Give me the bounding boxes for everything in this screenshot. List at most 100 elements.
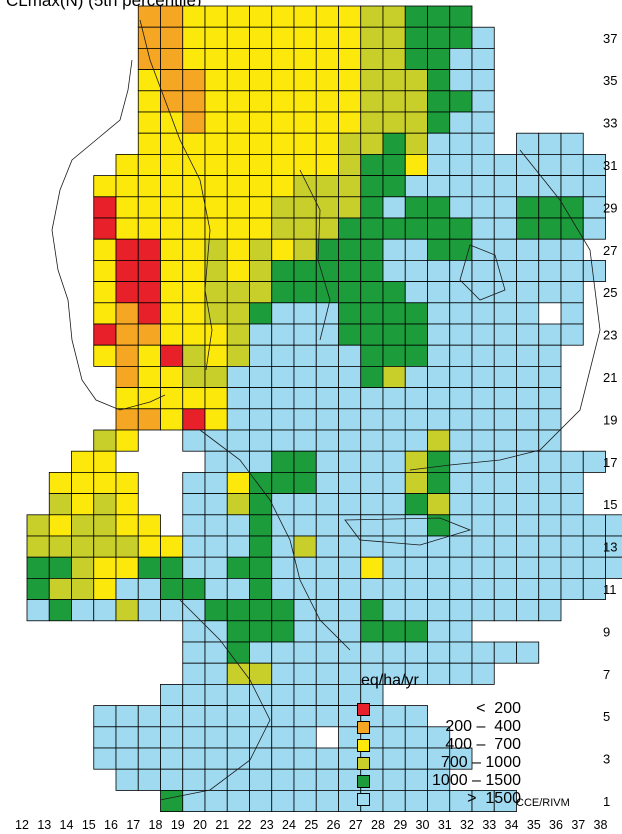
- grid-cell-25-10: [315, 599, 339, 622]
- grid-cell-21-36: [226, 48, 250, 71]
- grid-cell-27-21: [360, 365, 384, 388]
- grid-cell-17-10: [137, 599, 161, 622]
- grid-cell-22-18: [249, 429, 273, 452]
- grid-cell-23-22: [271, 344, 295, 367]
- grid-cell-32-37: [471, 26, 495, 49]
- grid-cell-27-35: [360, 69, 384, 92]
- grid-cell-29-34: [404, 90, 428, 113]
- grid-cell-17-25: [137, 281, 161, 304]
- y-axis-label: 5: [603, 709, 610, 724]
- grid-cell-23-10: [271, 599, 295, 622]
- grid-cell-32-12: [471, 556, 495, 579]
- grid-cell-17-37: [137, 26, 161, 49]
- grid-cell-27-20: [360, 387, 384, 410]
- grid-cell-35-26: [538, 259, 562, 282]
- grid-cell-22-12: [249, 556, 273, 579]
- grid-cell-27-15: [360, 493, 384, 516]
- grid-cell-30-8: [427, 641, 451, 664]
- grid-cell-29-33: [404, 111, 428, 134]
- grid-cell-23-30: [271, 175, 295, 198]
- grid-cell-13-15: [48, 493, 72, 516]
- southern-coast: [199, 429, 351, 651]
- grid-cell-19-23: [182, 323, 206, 346]
- grid-cell-28-36: [382, 48, 406, 71]
- grid-cell-15-27: [93, 238, 117, 261]
- grid-cell-22-20: [249, 387, 273, 410]
- legend-item: < 200: [357, 700, 521, 718]
- grid-cell-25-2: [315, 768, 339, 791]
- grid-cell-34-12: [516, 556, 540, 579]
- grid-cell-28-29: [382, 196, 406, 219]
- grid-cell-29-19: [404, 408, 428, 431]
- grid-cell-19-38: [182, 5, 206, 28]
- grid-cell-33-27: [493, 238, 517, 261]
- grid-cell-33-20: [493, 387, 517, 410]
- grid-cell-31-12: [449, 556, 473, 579]
- grid-cell-22-32: [249, 132, 273, 155]
- grid-cells: [26, 5, 622, 813]
- grid-cell-18-27: [160, 238, 184, 261]
- grid-cell-32-18: [471, 429, 495, 452]
- grid-cell-26-19: [338, 408, 362, 431]
- grid-cell-25-6: [315, 684, 339, 707]
- grid-cell-23-36: [271, 48, 295, 71]
- grid-cell-24-5: [293, 705, 317, 728]
- grid-cell-24-7: [293, 662, 317, 685]
- grid-cell-29-20: [404, 387, 428, 410]
- grid-cell-18-38: [160, 5, 184, 28]
- grid-cell-38-12: [605, 556, 622, 579]
- grid-cell-21-23: [226, 323, 250, 346]
- grid-cell-32-20: [471, 387, 495, 410]
- grid-cell-29-11: [404, 578, 428, 601]
- grid-cell-29-38: [404, 5, 428, 28]
- grid-cell-35-10: [538, 599, 562, 622]
- grid-cell-31-22: [449, 344, 473, 367]
- grid-cell-23-25: [271, 281, 295, 304]
- grid-cell-29-37: [404, 26, 428, 49]
- grid-cell-34-30: [516, 175, 540, 198]
- grid-cell-31-21: [449, 365, 473, 388]
- legend-item: 1000 – 1500: [357, 772, 521, 790]
- grid-cell-19-30: [182, 175, 206, 198]
- grid-cell-19-32: [182, 132, 206, 155]
- grid-cell-27-23: [360, 323, 384, 346]
- grid-cell-21-33: [226, 111, 250, 134]
- grid-cell-20-34: [204, 90, 228, 113]
- grid-cell-18-31: [160, 153, 184, 176]
- grid-cell-27-17: [360, 450, 384, 473]
- grid-cell-26-20: [338, 387, 362, 410]
- grid-cell-20-23: [204, 323, 228, 346]
- grid-cell-27-27: [360, 238, 384, 261]
- grid-cell-20-30: [204, 175, 228, 198]
- grid-cell-24-9: [293, 620, 317, 643]
- grid-cell-17-2: [137, 768, 161, 791]
- grid-cell-27-26: [360, 259, 384, 282]
- grid-cell-31-31: [449, 153, 473, 176]
- grid-cell-23-5: [271, 705, 295, 728]
- credit-text: CCE/RIVM: [516, 797, 570, 809]
- x-axis-label: 19: [171, 818, 185, 832]
- grid-cell-17-30: [137, 175, 161, 198]
- grid-cell-30-35: [427, 69, 451, 92]
- grid-cell-30-25: [427, 281, 451, 304]
- grid-cell-33-18: [493, 429, 517, 452]
- grid-cell-19-33: [182, 111, 206, 134]
- grid-cell-23-28: [271, 217, 295, 240]
- grid-cell-22-6: [249, 684, 273, 707]
- grid-cell-24-10: [293, 599, 317, 622]
- grid-cell-25-20: [315, 387, 339, 410]
- grid-cell-27-24: [360, 302, 384, 325]
- grid-cell-35-20: [538, 387, 562, 410]
- grid-cell-35-15: [538, 493, 562, 516]
- grid-cell-15-16: [93, 471, 117, 494]
- grid-cell-18-30: [160, 175, 184, 198]
- grid-cell-27-16: [360, 471, 384, 494]
- grid-cell-28-23: [382, 323, 406, 346]
- grid-cell-19-9: [182, 620, 206, 643]
- grid-cell-16-25: [115, 281, 139, 304]
- grid-cell-21-4: [226, 726, 250, 749]
- grid-cell-30-22: [427, 344, 451, 367]
- grid-cell-34-28: [516, 217, 540, 240]
- grid-cell-12-11: [26, 578, 50, 601]
